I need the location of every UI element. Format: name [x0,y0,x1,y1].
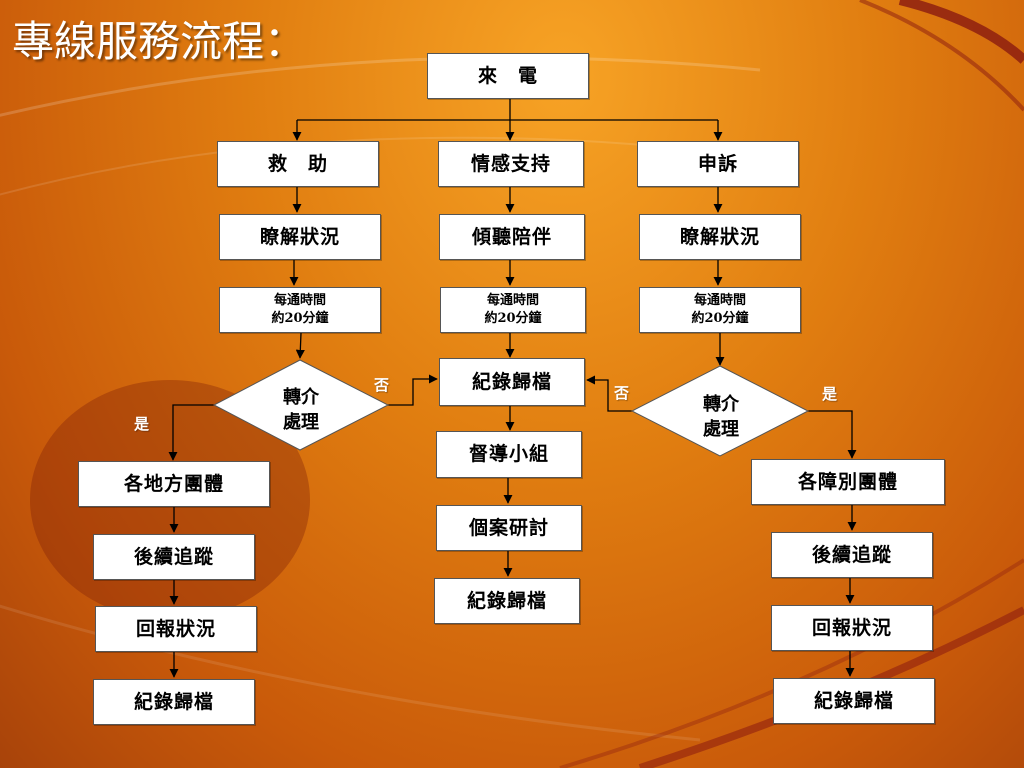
node-incoming-call: 來 電 [427,53,589,99]
node-report-left: 回報狀況 [95,606,257,652]
node-listen-accompany: 傾聽陪伴 [439,214,585,260]
node-follow-up-left: 後續追蹤 [93,534,255,580]
node-emotional-support: 情感支持 [438,141,584,187]
node-time-left: 每通時間 約20分鐘 [219,287,381,333]
node-understand-left: 瞭解狀況 [219,214,381,260]
node-understand-right: 瞭解狀況 [639,214,801,260]
time-left-line2: 約20分鐘 [271,311,329,326]
decision-referral-right: 轉介 處理 [630,365,810,457]
decision-right-line1: 轉介 [703,393,740,415]
page-title: 專線服務流程： [12,17,307,66]
node-disability-groups: 各障別團體 [751,459,945,505]
node-record-center-bottom: 紀錄歸檔 [434,578,580,624]
node-time-center: 每通時間 約20分鐘 [440,287,586,333]
decision-left-line1: 轉介 [283,386,320,408]
node-local-groups: 各地方團體 [78,461,270,507]
node-report-right: 回報狀況 [771,605,933,651]
decision-referral-left: 轉介 處理 [212,359,390,451]
node-time-right: 每通時間 約20分鐘 [639,287,801,333]
edge-label-right-no: 否 [614,384,630,402]
time-center-line1: 每通時間 [486,293,539,309]
node-follow-up-right: 後續追蹤 [771,532,933,578]
time-center-line2: 約20分鐘 [484,311,542,326]
node-supervision-team: 督導小組 [436,431,582,478]
node-record-left: 紀錄歸檔 [93,679,255,725]
time-left-line1: 每通時間 [273,293,326,309]
decision-right-line2: 處理 [703,419,739,440]
decision-left-line2: 處理 [283,412,319,433]
edge-label-right-yes: 是 [822,385,838,403]
edge-label-left-no: 否 [374,376,390,394]
node-complaint: 申訴 [637,141,799,187]
edge-label-left-yes: 是 [134,415,150,433]
node-case-study: 個案研討 [436,505,582,551]
node-record-center-top: 紀錄歸檔 [439,358,585,406]
time-right-line1: 每通時間 [693,293,746,309]
time-right-line2: 約20分鐘 [691,311,749,326]
node-rescue: 救 助 [217,141,379,187]
node-record-right: 紀錄歸檔 [773,678,935,724]
